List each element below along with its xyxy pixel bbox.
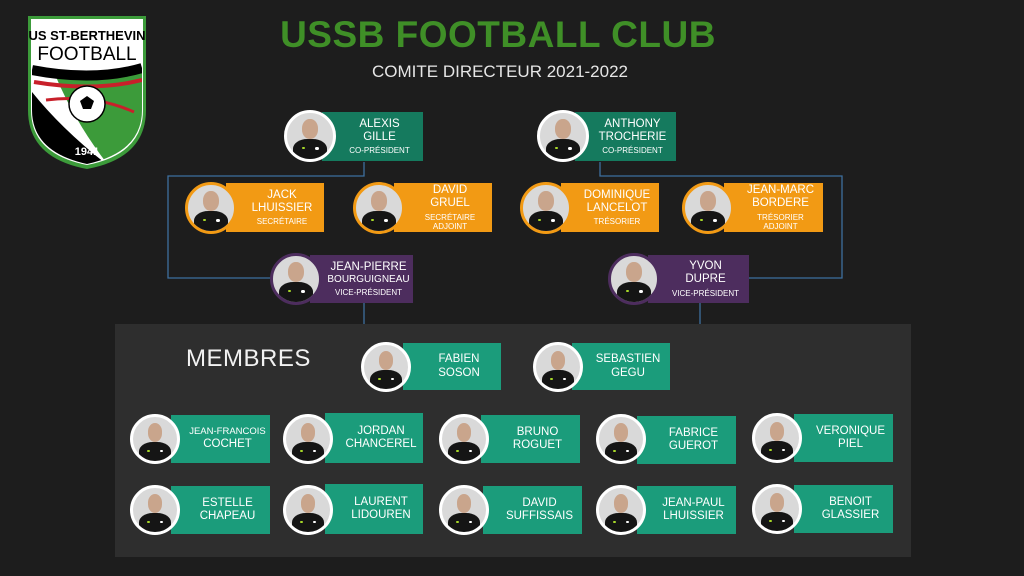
first-name: LAURENT — [354, 495, 408, 508]
first-name: ALEXIS — [359, 117, 400, 130]
name-card: JORDAN CHANCEREL — [325, 413, 423, 463]
role-label: TRÉSORIER ADJOINT — [757, 212, 804, 231]
logo-top-text: US ST-BERTHEVIN — [28, 28, 145, 43]
last-name: GRUEL — [430, 197, 470, 210]
first-name: FABIEN — [438, 353, 480, 366]
avatar — [752, 484, 802, 534]
last-name: LHUISSIER — [251, 201, 313, 214]
last-name: CHANCEREL — [345, 438, 417, 450]
avatar — [596, 414, 646, 464]
avatar — [130, 485, 180, 535]
first-name: YVON — [689, 260, 722, 273]
last-name: GILLE — [363, 130, 396, 143]
avatar — [439, 485, 489, 535]
last-name: SOSON — [438, 366, 480, 379]
avatar — [270, 253, 322, 305]
name-card: JEAN-PIERRE BOURGUIGNEAU VICE-PRÉSIDENT — [310, 255, 413, 303]
first-name: DOMINIQUE — [583, 188, 651, 201]
first-name: JEAN-PIERRE — [330, 261, 407, 274]
last-name: LHUISSIER — [663, 510, 724, 522]
last-name: SUFFISSAIS — [505, 510, 574, 522]
name-card: JACK LHUISSIER SECRÉTAIRE — [226, 183, 324, 232]
avatar — [533, 342, 583, 392]
avatar — [752, 413, 802, 463]
avatar — [520, 182, 572, 234]
name-card: DOMINIQUE LANCELOT TRÉSORIER — [561, 183, 659, 232]
avatar — [185, 182, 237, 234]
name-card: JEAN-FRANCOIS COCHET — [171, 415, 270, 463]
last-name: GLASSIER — [821, 509, 880, 521]
first-name: JEAN-PAUL — [662, 496, 725, 509]
first-name: DAVID — [432, 184, 468, 197]
avatar — [439, 414, 489, 464]
last-name: DUPRE — [685, 273, 726, 286]
role-label: VICE-PRÉSIDENT — [334, 287, 403, 297]
last-name: LIDOUREN — [351, 509, 411, 521]
first-name: ANTHONY — [604, 117, 661, 130]
avatar — [283, 485, 333, 535]
first-name: DAVID — [522, 496, 557, 509]
page-subtitle: COMITE DIRECTEUR 2021-2022 — [371, 62, 629, 81]
logo-year: 1941 — [75, 146, 99, 158]
name-card: DAVID SUFFISSAIS — [483, 486, 582, 534]
name-card: SEBASTIEN GEGU — [572, 343, 670, 390]
page-title: USSB FOOTBALL CLUB — [280, 14, 716, 55]
name-card: VERONIQUE PIEL — [794, 414, 893, 462]
avatar — [130, 414, 180, 464]
name-card: JEAN-PAUL LHUISSIER — [637, 486, 736, 534]
role-label: SECRÉTAIRE ADJOINT — [424, 212, 476, 231]
name-card: YVON DUPRE VICE-PRÉSIDENT — [648, 255, 749, 303]
avatar — [537, 110, 589, 162]
name-card: LAURENT LIDOUREN — [325, 484, 423, 534]
members-title: MEMBRES — [186, 345, 311, 372]
name-card: BRUNO ROGUET — [481, 415, 580, 463]
name-card: ANTHONY TROCHERIE CO-PRÉSIDENT — [575, 112, 676, 161]
avatar — [361, 342, 411, 392]
avatar — [284, 110, 336, 162]
first-name: FABRICE — [668, 426, 719, 439]
first-name: JEAN-MARC — [746, 184, 815, 197]
first-name: BRUNO — [516, 425, 559, 438]
name-card: ALEXIS GILLE CO-PRÉSIDENT — [322, 112, 423, 161]
name-card: ESTELLE CHAPEAU — [171, 486, 270, 534]
role-label: CO-PRÉSIDENT — [349, 146, 410, 156]
last-name: CHAPEAU — [199, 510, 256, 522]
name-card: JEAN-MARC BORDERE TRÉSORIER ADJOINT — [724, 183, 823, 232]
avatar — [283, 414, 333, 464]
first-name: JEAN-FRANCOIS — [189, 425, 266, 437]
logo-main-text: FOOTBALL — [37, 44, 136, 65]
last-name: COCHET — [203, 437, 252, 450]
last-name: PIEL — [838, 438, 863, 450]
last-name: BOURGUIGNEAU — [327, 274, 410, 286]
first-name: JACK — [267, 188, 297, 201]
first-name: JORDAN — [357, 424, 405, 437]
last-name: GEGU — [611, 366, 645, 379]
last-name: BORDERE — [752, 197, 809, 210]
name-card: FABRICE GUEROT — [637, 416, 736, 464]
role-label: VICE-PRÉSIDENT — [671, 288, 740, 298]
last-name: GUEROT — [668, 440, 719, 452]
role-label: SECRÉTAIRE — [256, 217, 308, 227]
first-name: ESTELLE — [202, 496, 253, 509]
avatar — [682, 182, 734, 234]
avatar — [608, 253, 660, 305]
first-name: SEBASTIEN — [595, 353, 661, 366]
avatar — [596, 485, 646, 535]
role-label: CO-PRÉSIDENT — [602, 146, 663, 156]
last-name: ROGUET — [512, 439, 563, 451]
first-name: VERONIQUE — [815, 424, 885, 437]
avatar — [353, 182, 405, 234]
last-name: TROCHERIE — [598, 130, 667, 143]
club-logo: US ST-BERTHEVIN FOOTBALL 1941 — [28, 16, 146, 169]
name-card: BENOIT GLASSIER — [794, 485, 893, 533]
first-name: BENOIT — [829, 495, 872, 508]
name-card: DAVID GRUEL SECRÉTAIRE ADJOINT — [394, 183, 492, 232]
last-name: LANCELOT — [586, 201, 648, 214]
role-label: TRÉSORIER — [593, 217, 641, 227]
name-card: FABIEN SOSON — [403, 343, 501, 390]
